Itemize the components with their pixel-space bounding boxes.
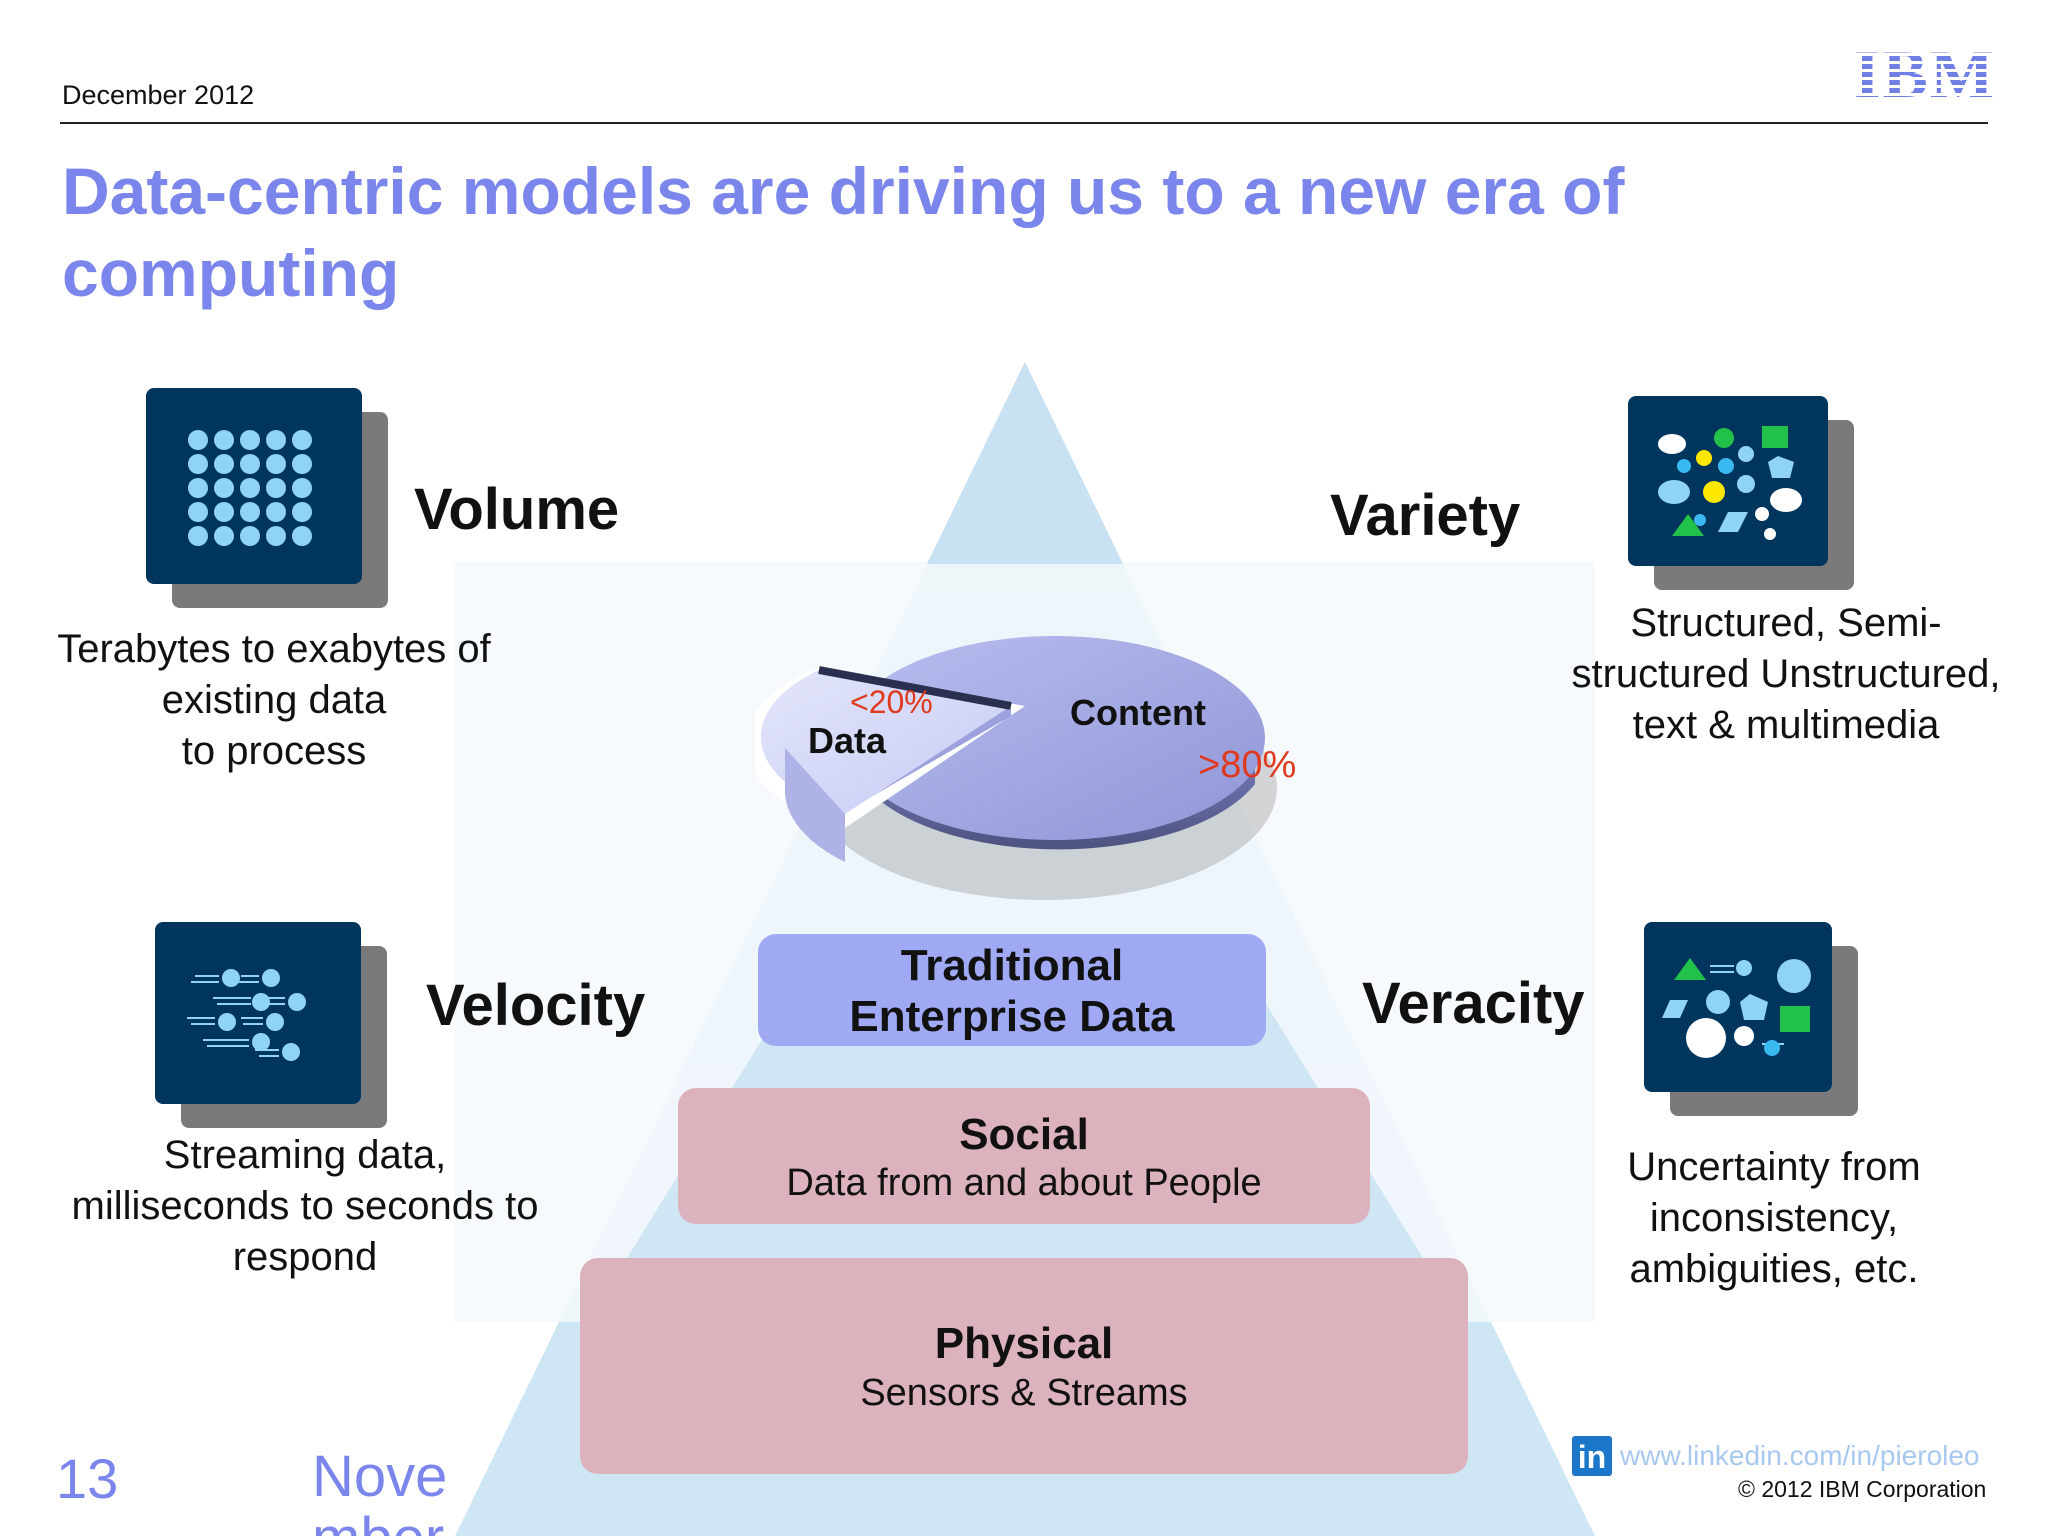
layer-traditional-enterprise: Traditional Enterprise Data (758, 934, 1266, 1046)
volume-icon (146, 388, 362, 584)
copyright-notice: © 2012 IBM Corporation (1738, 1476, 1987, 1502)
linkedin-url-link[interactable]: www.linkedin.com/in/pieroleo (1620, 1440, 1980, 1471)
page-number: 13 (56, 1447, 119, 1510)
data-content-pie (755, 636, 1277, 900)
veracity-label: Veracity (1362, 971, 1585, 1036)
data-percent: <20% (850, 684, 933, 720)
layer-traditional-line2: Enterprise Data (849, 992, 1175, 1041)
slide-title: Data-centric models are driving us to a … (62, 154, 1625, 310)
layer-social-subtitle: Data from and about People (786, 1162, 1262, 1204)
content-percent: >80% (1198, 744, 1297, 786)
velocity-label: Velocity (426, 973, 646, 1038)
velocity-description: Streaming data, milliseconds to seconds … (71, 1133, 539, 1279)
footer-date-fragment: Nove mber (312, 1446, 448, 1536)
veracity-icon (1644, 922, 1832, 1092)
layer-physical-subtitle: Sensors & Streams (860, 1372, 1188, 1414)
variety-description: Structured, Semi- structured Unstructure… (1571, 601, 2001, 747)
header-date: December 2012 (62, 80, 255, 110)
layer-physical: Physical Sensors & Streams (580, 1258, 1468, 1474)
ibm-logo: IBM (1854, 36, 1996, 112)
volume-label: Volume (414, 477, 620, 542)
variety-icon (1628, 396, 1828, 566)
pie-content-slice (845, 636, 1265, 840)
header-divider (60, 122, 1988, 124)
layer-physical-title: Physical (934, 1319, 1114, 1368)
pie-data-slice (760, 670, 1011, 814)
content-label: Content (1070, 692, 1206, 733)
velocity-icon (155, 922, 361, 1104)
layer-social: Social Data from and about People (678, 1088, 1370, 1224)
variety-label: Variety (1330, 483, 1521, 548)
volume-description: Terabytes to exabytes of existing data t… (57, 627, 491, 773)
layer-social-title: Social (959, 1110, 1089, 1159)
layer-traditional-line1: Traditional (900, 941, 1124, 990)
linkedin-icon[interactable]: in (1572, 1436, 1612, 1476)
veracity-description: Uncertainty from inconsistency, ambiguit… (1627, 1145, 1921, 1291)
data-label: Data (808, 720, 887, 761)
